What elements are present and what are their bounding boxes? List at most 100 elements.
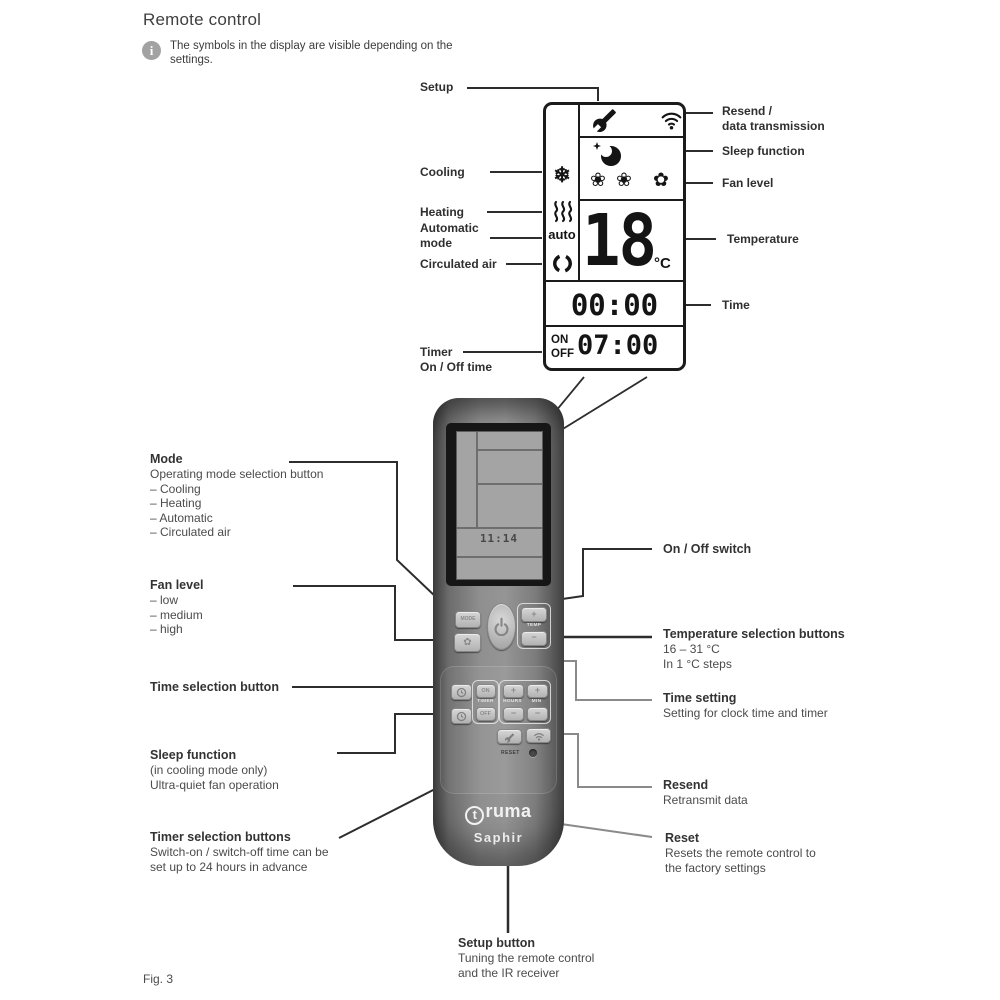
label-circulated-air: Circulated air: [420, 257, 497, 271]
label-setup: Setup: [420, 80, 454, 94]
lcd-display-figure: ❀ ❀ ✿ ❄ auto 18 °C 00:00 ON OFF 07:00: [543, 102, 686, 371]
remote-lcd-line: [478, 449, 542, 451]
label-automatic-mode: Automatic mode: [420, 221, 479, 250]
temp-minus-button: −: [521, 631, 547, 646]
min-minus-button: −: [527, 707, 548, 721]
label-fan-level: Fan level: [722, 176, 774, 190]
annotation-title: Time setting: [663, 691, 737, 705]
annotation-body: 16 – 31 °C In 1 °C steps: [663, 642, 732, 671]
timer-button-group: ON TIMER OFF: [472, 680, 499, 724]
timer-off-button: OFF: [475, 707, 496, 721]
annotation-body: Setting for clock time and timer: [663, 706, 828, 720]
annotation-timer-buttons: Timer selection buttons Switch-on / swit…: [150, 830, 329, 874]
hours-plus-button: +: [503, 684, 524, 698]
automatic-mode-label: auto: [548, 227, 576, 242]
page-title: Remote control: [143, 10, 262, 29]
label-time: Time: [722, 298, 750, 312]
reset-label: RESET: [501, 750, 520, 756]
annotation-body: Resets the remote control to the factory…: [665, 846, 816, 875]
timer-off-label: OFF: [551, 348, 574, 360]
display-divider-leftcol: [578, 105, 580, 280]
label-cooling: Cooling: [420, 165, 465, 179]
annotation-title: Reset: [665, 831, 700, 845]
timer-group-label: TIMER: [477, 698, 494, 704]
cooling-snowflake-icon: ❄: [553, 164, 571, 187]
fan-high-icon: ✿: [653, 170, 669, 191]
circulated-air-icon: [553, 254, 572, 273]
timer-on-label: ON: [551, 334, 569, 346]
temp-group-label: TEMP: [526, 622, 542, 628]
reset-button-recessed: [529, 749, 537, 757]
annotation-fan-level: Fan level – low – medium – high: [150, 578, 204, 637]
temperature-unit: °C: [654, 255, 671, 272]
setup-button: [497, 729, 522, 744]
fan-medium-icon: ❀: [616, 170, 632, 191]
annotation-title: Setup button: [458, 936, 536, 950]
timer-on-button: ON: [475, 684, 496, 698]
annotation-title: Resend: [663, 778, 709, 792]
info-icon: i: [142, 41, 161, 60]
display-divider-timer: [546, 325, 683, 327]
mode-button: MODE: [455, 611, 481, 628]
power-icon: [494, 617, 509, 637]
label-resend-data-transmission: Resend / data transmission: [722, 104, 825, 133]
annotation-body: Tuning the remote control and the IR rec…: [458, 951, 595, 980]
annotation-body: Operating mode selection button – Coolin…: [150, 467, 324, 540]
annotation-body: Switch-on / switch-off time can be set u…: [150, 845, 329, 874]
annotation-body: Retransmit data: [663, 793, 748, 807]
remote-control-figure: 11:14 MODE ✿ + TEMP − ON TIMER OFF: [433, 398, 564, 866]
annotation-title: On / Off switch: [663, 542, 752, 556]
annotation-title: Timer selection buttons: [150, 830, 291, 844]
brand-logo-t-icon: t: [465, 806, 485, 825]
annotation-setup-button: Setup button Tuning the remote control a…: [458, 936, 594, 980]
remote-lcd-line: [478, 483, 542, 485]
label-temperature: Temperature: [727, 232, 799, 246]
timer-time-value: 07:00: [577, 330, 659, 361]
sleep-moon-icon: [593, 142, 621, 166]
hours-min-button-group: + + HOURS MIN − −: [499, 680, 551, 724]
time-selection-button: [451, 684, 472, 700]
annotation-resend: Resend Retransmit data: [663, 778, 748, 808]
fan-button: ✿: [454, 633, 481, 652]
signal-small-icon: [533, 733, 544, 741]
signal-transmission-icon: [661, 112, 682, 130]
temperature-value: 18: [582, 199, 657, 283]
clock-icon: [456, 711, 467, 722]
heating-icon: [554, 200, 573, 223]
info-note: The symbols in the display are visible d…: [170, 40, 453, 66]
star: [593, 142, 601, 150]
temp-button-group: + TEMP −: [517, 603, 551, 649]
wrench-small-icon: [504, 733, 515, 743]
annotation-on-off: On / Off switch: [663, 542, 751, 557]
remote-lcd-line: [457, 527, 542, 529]
brand-logo-text: ruma: [485, 801, 532, 821]
annotation-sleep: Sleep function (in cooling mode only) Ul…: [150, 748, 279, 792]
sleep-function-button: [451, 708, 472, 724]
display-divider-clock: [546, 280, 683, 282]
remote-lcd-time: 11:14: [479, 532, 519, 545]
power-button: [487, 603, 516, 650]
callout-line-setup: [467, 87, 599, 101]
figure-caption: Fig. 3: [143, 972, 174, 986]
label-timer-on-off-time: Timer On / Off time: [420, 345, 492, 374]
display-divider-row1: [580, 136, 683, 138]
annotation-title: Sleep function: [150, 748, 237, 762]
model-name: Saphir: [473, 830, 524, 845]
clock-icon: [456, 687, 467, 698]
remote-lcd-line: [476, 432, 478, 528]
callout-line-resend: [550, 733, 652, 788]
remote-lcd: 11:14: [456, 431, 543, 580]
min-group-label: MIN: [531, 698, 542, 704]
annotation-title: Mode: [150, 452, 183, 466]
annotation-reset: Reset Resets the remote control to the f…: [665, 831, 816, 875]
fan-low-icon: ❀: [590, 170, 606, 191]
display-divider-row2: [580, 199, 683, 201]
label-heating: Heating: [420, 205, 465, 219]
label-sleep-function: Sleep function: [722, 144, 805, 158]
remote-display-bezel: 11:14: [446, 423, 551, 586]
annotation-body: (in cooling mode only) Ultra-quiet fan o…: [150, 763, 279, 792]
annotation-title: Fan level: [150, 578, 204, 592]
temp-plus-button: +: [521, 607, 547, 622]
